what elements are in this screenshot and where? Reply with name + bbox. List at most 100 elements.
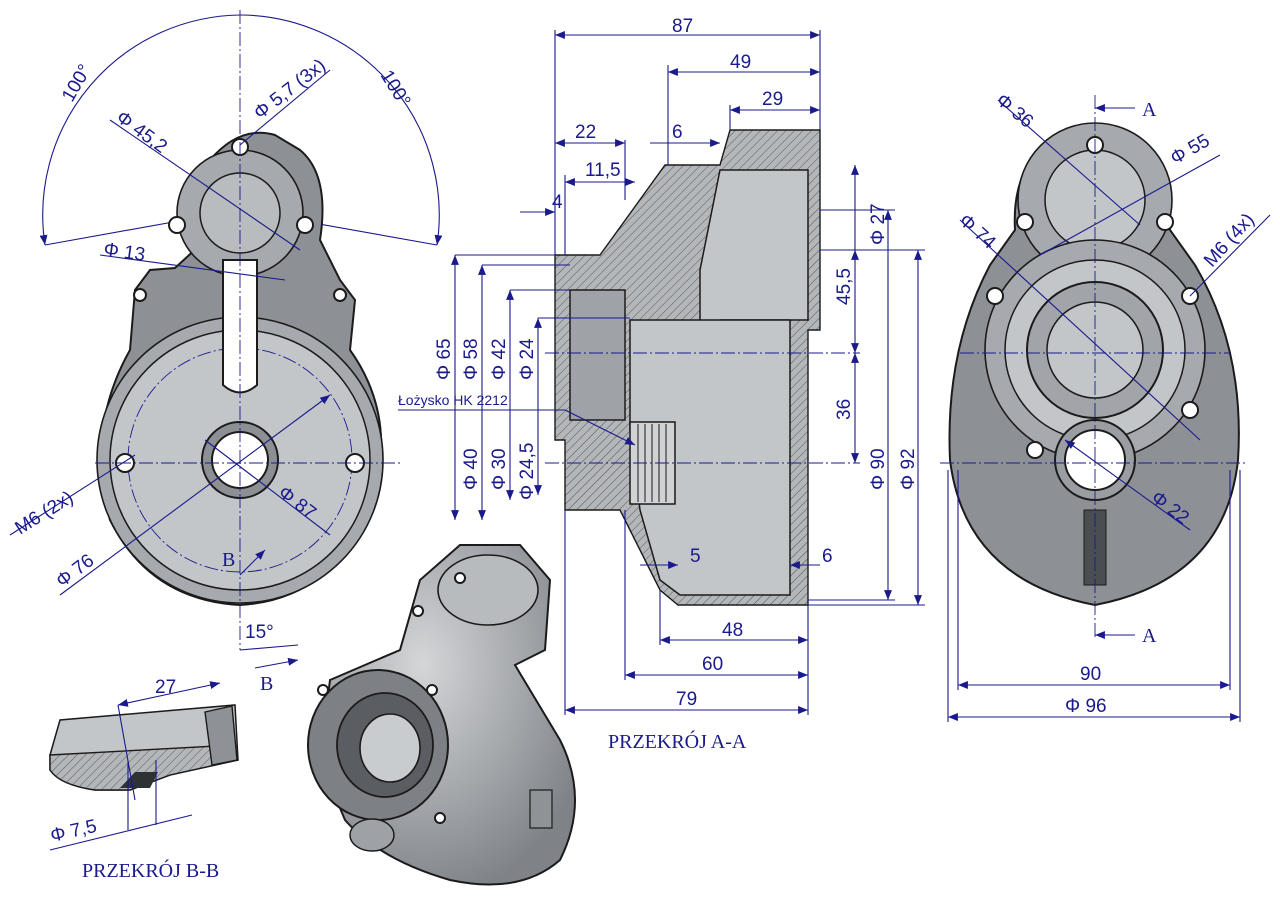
leader-pcd bbox=[109, 119, 301, 251]
iso-lower-hub bbox=[349, 818, 395, 852]
dia-40-label: Φ 40 bbox=[461, 448, 482, 490]
dia-65-label: Φ 65 bbox=[434, 338, 455, 380]
b-arrow-top bbox=[239, 549, 266, 576]
leader-m6 bbox=[9, 454, 136, 536]
dia-27-label: Φ 27 bbox=[868, 203, 889, 245]
angle-right-label: 100° bbox=[376, 67, 415, 111]
dim-48-label: 48 bbox=[722, 620, 743, 641]
bb-ext-1 bbox=[117, 704, 136, 801]
side-m6-1 bbox=[986, 287, 1004, 305]
thread-label: M6 (2x) bbox=[12, 487, 78, 539]
leader-87 bbox=[204, 439, 331, 536]
bb-hole bbox=[120, 772, 158, 788]
side-width-90-label: 90 bbox=[1080, 664, 1101, 685]
dim-5-label: 5 bbox=[690, 546, 701, 567]
section-a-mark-bottom: A bbox=[1142, 625, 1157, 647]
iso-side-pad bbox=[529, 789, 553, 829]
dim-6-bottom-label: 6 bbox=[822, 546, 833, 567]
leader-55 bbox=[1039, 154, 1221, 256]
dim-11-5-label: 11,5 bbox=[585, 160, 621, 181]
front-view: 100° 100° Φ 5,7 (3x) Φ 45,2 Φ 13 M6 (2x)… bbox=[9, 10, 443, 695]
angle-15-leg bbox=[239, 644, 299, 651]
side-thread-label: M6 (4x) bbox=[1200, 209, 1259, 271]
bottom-dims bbox=[564, 510, 820, 715]
side-dia-55-label: Φ 55 bbox=[1167, 130, 1214, 169]
bb-dim-27-label: 27 bbox=[155, 677, 176, 698]
section-bb-title: PRZEKRÓJ B-B bbox=[82, 858, 219, 882]
section-bb-view: 27 Φ 7,5 PRZEKRÓJ B-B bbox=[48, 677, 239, 882]
bb-hatch bbox=[49, 744, 239, 791]
bearing-label: Łożysko HK 2212 bbox=[398, 392, 508, 408]
ear-hole-left bbox=[133, 288, 147, 302]
dia-24-5-label: Φ 24,5 bbox=[517, 443, 538, 500]
angle-arc-left bbox=[39, 14, 241, 246]
hole-left bbox=[168, 216, 186, 234]
dim-87-label: 87 bbox=[672, 16, 693, 37]
dim-22-label: 22 bbox=[575, 122, 596, 143]
hole-top-label: Φ 5,7 (3x) bbox=[250, 55, 330, 124]
side-hole-right bbox=[1156, 213, 1174, 231]
outer-label: Φ 76 bbox=[52, 550, 98, 592]
section-aa-title: PRZEKRÓJ A-A bbox=[608, 729, 747, 753]
leader-22 bbox=[1064, 439, 1191, 531]
angle-arc-right bbox=[239, 14, 443, 246]
extension-lines-top bbox=[554, 30, 821, 255]
bb-dia-7-5-label: Φ 7,5 bbox=[48, 816, 98, 847]
leader-bore bbox=[99, 254, 286, 281]
h-36-label: 36 bbox=[834, 399, 855, 420]
side-dia-96-label: Φ 96 bbox=[1065, 696, 1107, 717]
bb-wall bbox=[204, 705, 238, 766]
isometric-view bbox=[307, 544, 576, 886]
left-dia-dims bbox=[451, 254, 630, 520]
dia-30-label: Φ 30 bbox=[489, 448, 510, 490]
section-b-mark-bottom: B bbox=[260, 673, 273, 695]
section-b-mark-top: B bbox=[222, 549, 235, 571]
dia-24-label: Φ 24 bbox=[517, 338, 538, 380]
leader-74 bbox=[959, 219, 1201, 441]
iso-hole-1 bbox=[454, 572, 466, 584]
bearing-seat bbox=[569, 289, 626, 421]
dia-92-label: Φ 92 bbox=[898, 448, 919, 490]
side-dia-74-label: Φ 74 bbox=[955, 210, 1000, 254]
leader-m6 bbox=[1189, 214, 1271, 297]
bb-dim-27 bbox=[117, 681, 221, 707]
section-aa-view: 87 49 29 22 6 11,5 4 Φ 65 Φ 58 Φ 42 Φ 24… bbox=[398, 16, 925, 753]
dim-29-label: 29 bbox=[762, 89, 783, 110]
h-45-5-label: 45,5 bbox=[834, 268, 855, 305]
side-view: A A Φ 36 Φ 55 Φ 74 M6 (4x) Φ 22 90 Φ 96 bbox=[940, 90, 1271, 722]
dia-42-label: Φ 42 bbox=[489, 338, 510, 380]
dim-60-label: 60 bbox=[702, 654, 723, 675]
leader-76 bbox=[59, 394, 331, 596]
leader-hole bbox=[239, 69, 331, 146]
dim-6-top-label: 6 bbox=[672, 122, 683, 143]
right-dims bbox=[808, 165, 925, 606]
side-dia-36-label: Φ 36 bbox=[992, 90, 1037, 133]
pcd-top-label: Φ 45,2 bbox=[112, 107, 171, 158]
side-bottom-dims bbox=[947, 470, 1241, 722]
iso-hole-5 bbox=[434, 812, 446, 824]
dim-49-label: 49 bbox=[730, 52, 751, 73]
leader-36 bbox=[997, 99, 1141, 226]
section-a-mark-top: A bbox=[1142, 99, 1157, 121]
iso-top-boss bbox=[437, 554, 539, 626]
side-m6-3 bbox=[1181, 401, 1199, 419]
bore-top-label: Φ 13 bbox=[102, 239, 146, 266]
dim-4-label: 4 bbox=[552, 192, 563, 213]
side-m6-4 bbox=[1026, 441, 1044, 459]
angle-left-label: 100° bbox=[58, 61, 96, 106]
ear-hole-right bbox=[333, 288, 347, 302]
iso-hole-4 bbox=[426, 684, 438, 696]
iso-bore-inner bbox=[359, 713, 421, 783]
b-arrow-bottom bbox=[254, 657, 299, 669]
side-hole-left bbox=[1016, 213, 1034, 231]
section-cavity-top bbox=[699, 169, 809, 342]
bearing-leader-tip bbox=[564, 409, 636, 446]
bb-leader-75 bbox=[49, 814, 193, 851]
hole-right bbox=[296, 216, 314, 234]
dia-90-label: Φ 90 bbox=[868, 448, 889, 490]
iso-hole-2 bbox=[412, 605, 424, 617]
iso-hole-3 bbox=[317, 684, 329, 696]
angle-bottom-label: 15° bbox=[245, 622, 274, 643]
dia-58-label: Φ 58 bbox=[461, 338, 482, 380]
